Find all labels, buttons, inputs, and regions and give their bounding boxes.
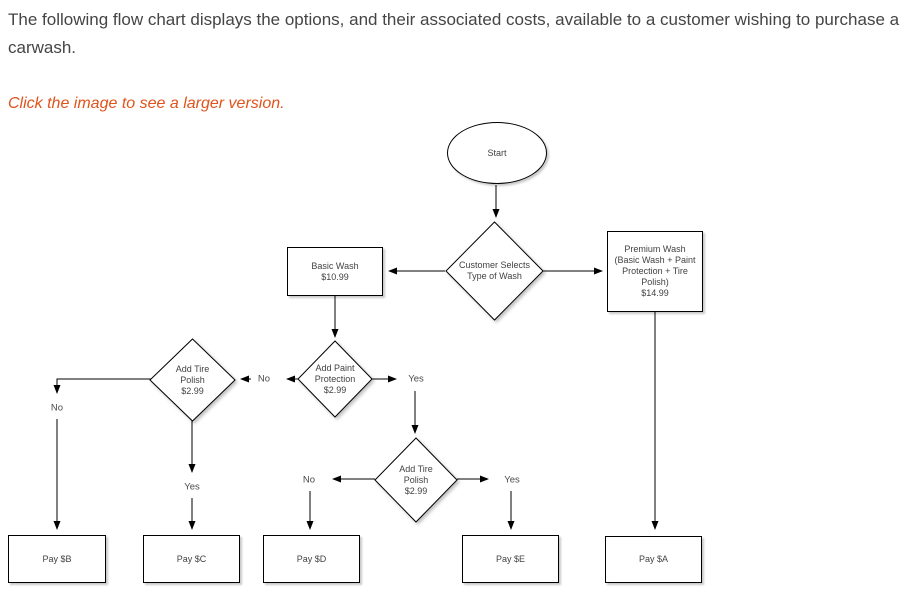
node-pay-c: Pay $C [143,535,240,583]
node-pay-b: Pay $B [8,535,106,583]
enlarge-note[interactable]: Click the image to see a larger version. [8,95,285,112]
node-add-tire-polish-center: Add Tire Polish $2.99 [375,438,457,522]
node-pay-d-label: Pay $D [296,553,327,564]
node-customer-selects-label: Customer Selects Type of Wash [458,260,531,281]
node-premium-wash-title: Premium Wash [624,244,686,254]
diamond-shape-icon [150,339,235,421]
node-basic-wash-title: Basic Wash [311,260,359,271]
node-tire-center-title: Add Tire Polish [399,463,433,485]
node-pay-a-label: Pay $A [638,554,669,564]
node-premium-wash-detail: (Basic Wash + Paint Protection + Tire Po… [614,255,696,287]
node-tire-center-price: $2.99 [404,485,428,496]
node-pay-c-label: Pay $C [176,553,207,564]
node-tire-left-title: Add Tire Polish [175,363,210,385]
node-start: Start [447,122,547,184]
node-add-paint-price: $2.99 [323,384,347,395]
diamond-shape-icon [446,222,543,320]
node-pay-e-label: Pay $E [495,553,526,564]
node-premium-wash-price: $14.99 [641,288,669,298]
intro-text: The following flow chart displays the op… [8,10,900,57]
edge-label-tire-center-yes: Yes [503,474,521,486]
edge-label-paint-no: No [256,373,272,385]
node-tire-left-price: $2.99 [181,385,204,396]
node-basic-wash-price: $10.99 [321,271,349,282]
node-pay-a: Pay $A [605,536,702,583]
edge-label-paint-yes: Yes [407,373,425,385]
node-add-paint-protection: Add Paint Protection $2.99 [298,341,372,417]
node-pay-d: Pay $D [263,535,360,583]
connector-lines [53,185,659,530]
edge-label-tire-center-no: No [301,474,317,486]
node-start-label: Start [487,147,507,158]
node-premium-wash: Premium Wash (Basic Wash + Paint Protect… [607,231,703,312]
node-customer-selects: Customer Selects Type of Wash [446,222,543,320]
diamond-shape-icon [298,341,372,417]
node-pay-b-label: Pay $B [42,553,72,564]
edge-label-tire-left-no: No [49,402,65,414]
node-pay-e: Pay $E [462,535,559,583]
flowchart-image[interactable]: Start Customer Selects Type of Wash Basi… [0,112,918,615]
edge-label-tire-left-yes: Yes [183,481,201,493]
diamond-shape-icon [375,438,457,522]
node-add-paint-title: Add Paint Protection [314,362,356,384]
node-add-tire-polish-left: Add Tire Polish $2.99 [150,339,235,421]
node-basic-wash: Basic Wash $10.99 [287,247,383,296]
